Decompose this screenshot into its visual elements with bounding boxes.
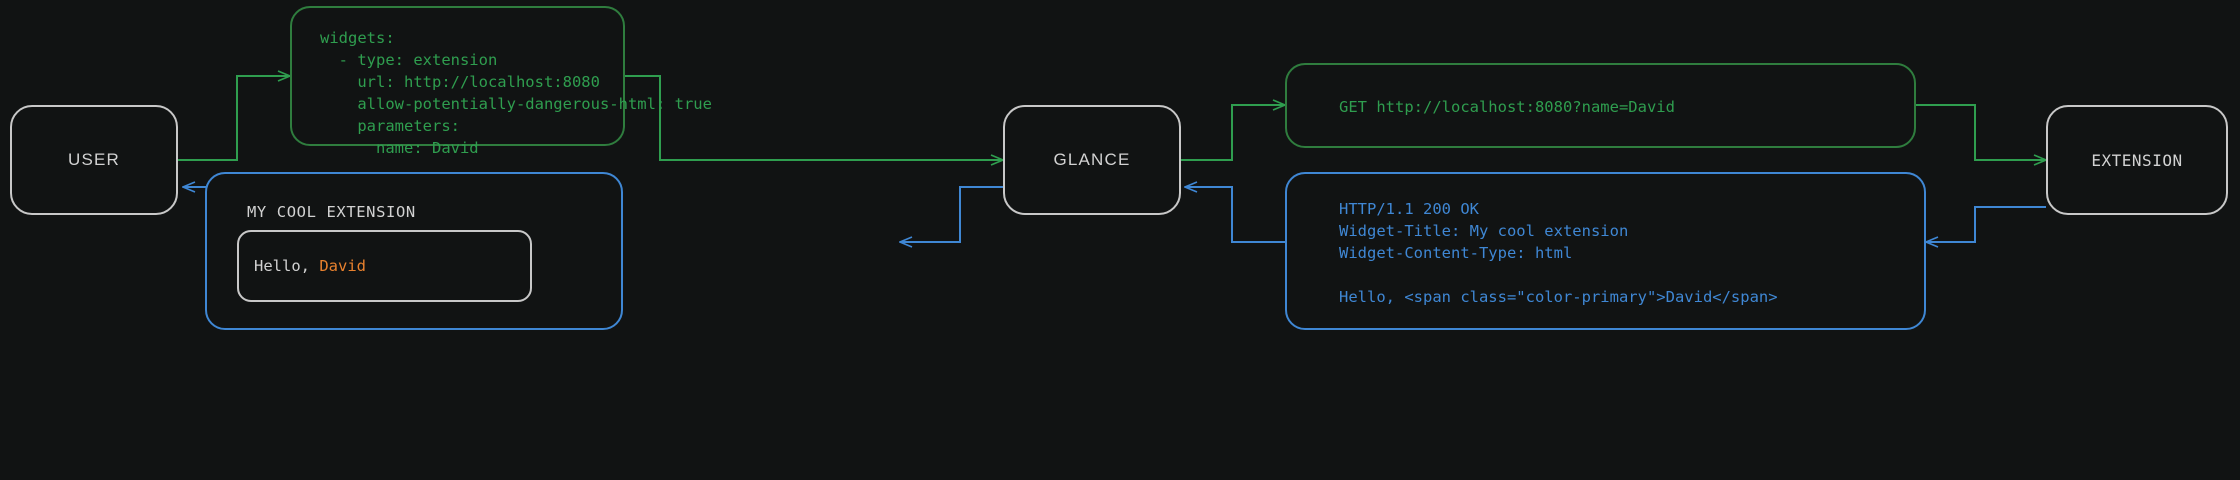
bubble-config-yaml[interactable]: widgets: - type: extension url: http://l…	[290, 6, 712, 157]
node-extension[interactable]: EXTENSION	[2046, 105, 2228, 215]
connector-user-to-config	[178, 76, 290, 161]
connector-extension-to-response	[1926, 206, 2046, 242]
widget-preview-card[interactable]: Hello, David	[237, 230, 532, 302]
node-user-label: USER	[67, 150, 121, 169]
node-glance[interactable]: GLANCE	[1003, 105, 1181, 215]
node-extension-label: EXTENSION	[2091, 150, 2183, 170]
bubble-http-request[interactable]: GET http://localhost:8080?name=David	[1285, 63, 1916, 148]
connector-glance-to-request	[1180, 105, 1285, 161]
widget-title: MY COOL EXTENSION	[247, 203, 416, 221]
bubble-rendered-widget[interactable]: MY COOL EXTENSION Hello, David	[205, 172, 623, 330]
connector-request-to-extension	[1916, 104, 2046, 160]
http-response-code: HTTP/1.1 200 OK Widget-Title: My cool ex…	[1339, 200, 1778, 306]
config-yaml-code: widgets: - type: extension url: http://l…	[320, 29, 712, 157]
node-glance-label: GLANCE	[1053, 150, 1131, 169]
http-request-code: GET http://localhost:8080?name=David	[1339, 98, 1675, 116]
bubble-http-response[interactable]: HTTP/1.1 200 OK Widget-Title: My cool ex…	[1285, 172, 1926, 330]
connector-response-to-glance	[1185, 187, 1285, 243]
widget-body-name: David	[319, 257, 366, 275]
node-user[interactable]: USER	[10, 105, 178, 215]
widget-body-greeting: Hello,	[254, 257, 320, 275]
connector-glance-to-widget	[900, 186, 1003, 242]
widget-body: Hello, David	[239, 257, 366, 275]
